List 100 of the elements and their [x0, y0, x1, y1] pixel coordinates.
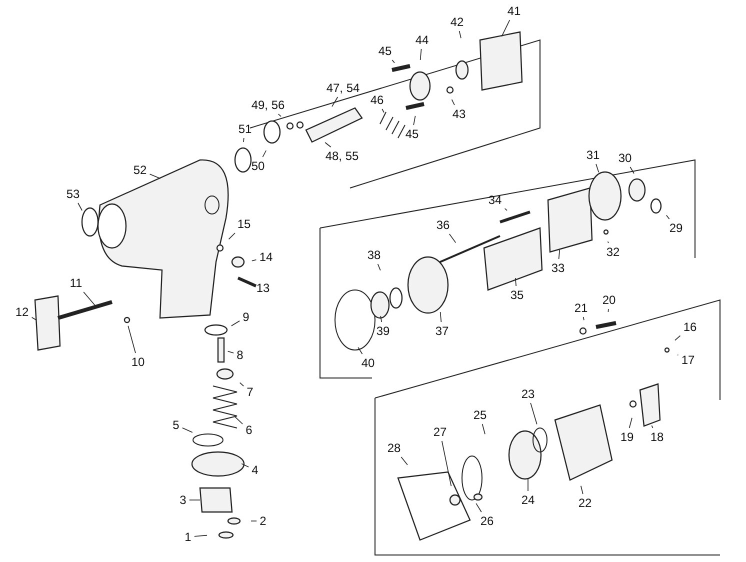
callout-number: 42	[449, 15, 465, 29]
callout-number: 50	[250, 159, 266, 173]
leader-line	[262, 150, 266, 158]
leader-line	[324, 142, 332, 148]
callout-number: 21	[573, 301, 589, 315]
leader-line	[228, 232, 236, 240]
leader-line	[608, 308, 609, 312]
leader-line	[332, 96, 338, 107]
callout-number: 51	[237, 122, 253, 136]
callout-number: 18	[649, 430, 665, 444]
leader-line	[515, 278, 516, 286]
leader-line	[449, 234, 456, 244]
leader-line	[442, 440, 452, 486]
callout-number: 17	[680, 353, 696, 367]
callout-number: 29	[668, 221, 684, 235]
leader-line	[451, 99, 455, 106]
callout-number: 14	[258, 250, 274, 264]
leader-line	[400, 456, 408, 466]
leader-line	[628, 418, 632, 428]
leader-line	[458, 30, 462, 38]
leader-line	[194, 534, 208, 537]
callout-number: 41	[506, 4, 522, 18]
callout-number: 26	[479, 514, 495, 528]
callout-number: 23	[520, 387, 536, 401]
callout-number: 45	[404, 127, 420, 141]
callout-number: 37	[434, 324, 450, 338]
callout-number: 6	[244, 423, 254, 437]
callout-number: 20	[601, 293, 617, 307]
callout-number: 7	[246, 385, 254, 399]
leader-line	[227, 350, 234, 354]
callout-number: 46	[369, 93, 385, 107]
callout-number: 32	[605, 245, 621, 259]
leader-line	[476, 503, 482, 512]
callout-number: 28	[386, 441, 402, 455]
callout-number: 45	[377, 44, 393, 58]
callout-number: 5	[172, 418, 180, 432]
callout-number: 36	[435, 218, 451, 232]
callout-number: 39	[375, 324, 391, 338]
callout-number: 47, 54	[325, 81, 361, 95]
callout-number: 22	[577, 496, 593, 510]
leader-line	[666, 214, 670, 220]
callout-number: 25	[472, 408, 488, 422]
callout-number: 53	[65, 187, 81, 201]
leader-line	[558, 250, 560, 260]
leader-line	[582, 316, 584, 320]
leader-line	[651, 425, 654, 428]
callout-number: 8	[236, 348, 244, 362]
callout-number: 19	[619, 430, 635, 444]
callout-number: 52	[132, 163, 148, 177]
callout-number: 49, 56	[250, 98, 286, 112]
leader-line	[420, 48, 422, 60]
leader-line	[31, 317, 37, 320]
leader-line	[377, 264, 381, 271]
leader-line	[382, 108, 384, 113]
callout-number: 10	[130, 355, 146, 369]
leader-line	[149, 174, 161, 179]
leader-line	[240, 382, 244, 386]
leader-line	[278, 114, 282, 117]
leader-line	[440, 312, 442, 322]
leader-line	[413, 116, 416, 126]
callout-number: 35	[509, 288, 525, 302]
callout-number: 1	[184, 530, 192, 544]
leader-line	[580, 486, 584, 494]
leader-line	[482, 424, 486, 434]
leader-line	[501, 20, 510, 37]
callout-number: 4	[250, 463, 260, 477]
callout-number: 40	[360, 356, 376, 370]
callout-number: 38	[366, 248, 382, 262]
callout-number: 13	[255, 281, 271, 295]
leader-line	[392, 60, 395, 64]
callout-number: 2	[258, 514, 268, 528]
callout-number: 27	[432, 425, 448, 439]
callout-number: 31	[585, 148, 601, 162]
leader-line	[78, 202, 82, 211]
callout-number: 33	[550, 261, 566, 275]
leader-line	[243, 138, 244, 142]
leader-line	[358, 347, 363, 354]
callout-number: 30	[617, 151, 633, 165]
leader-line	[674, 335, 681, 341]
callout-number: 44	[414, 33, 430, 47]
leader-line	[250, 520, 257, 522]
callout-number: 12	[14, 305, 30, 319]
callout-number: 24	[520, 493, 536, 507]
callout-number: 48, 55	[324, 149, 360, 163]
callout-number: 3	[178, 493, 188, 507]
leader-line	[241, 463, 249, 468]
callout-number: 15	[236, 217, 252, 231]
callout-number: 11	[68, 276, 84, 290]
leader-line	[231, 320, 240, 326]
leader-line	[504, 208, 508, 211]
leader-line	[182, 428, 193, 433]
callout-number: 16	[682, 320, 698, 334]
leader-line	[596, 164, 600, 173]
leader-line	[252, 259, 257, 262]
leader-line	[380, 316, 382, 322]
callout-number: 43	[451, 107, 467, 121]
leader-line	[83, 292, 96, 306]
leader-line	[234, 416, 243, 424]
callout-number: 9	[242, 310, 250, 324]
leader-line	[630, 166, 634, 174]
